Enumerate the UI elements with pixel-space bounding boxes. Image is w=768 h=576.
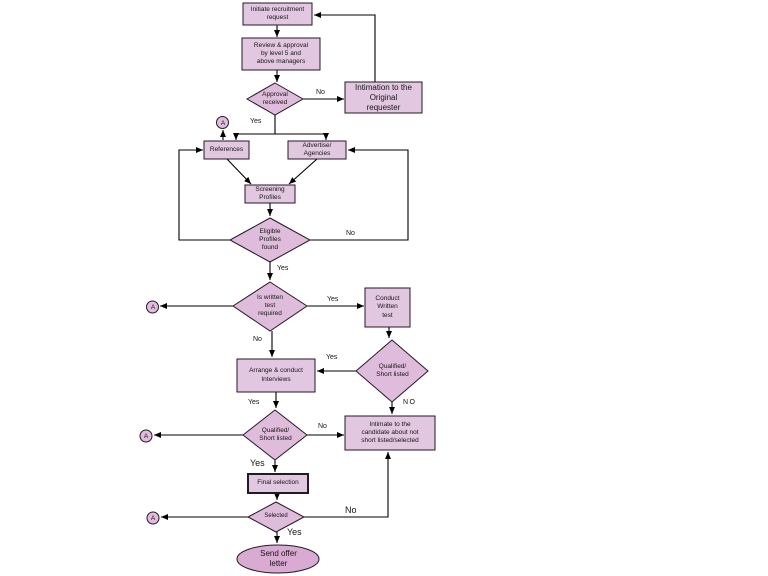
eligible-no-label: No [346,230,355,237]
qualified-after-test-decision [355,339,429,403]
edge-intimation-initiate [314,12,376,82]
selected-yes-label: Yes [287,527,302,537]
qualified-test-no-label: NO [403,399,417,406]
selected-no-label: No [345,505,357,515]
qualified-interview-no-label: No [318,423,327,430]
edge-eligible-loop-references [178,147,230,241]
edge-approval-yes-stem [236,115,326,135]
arrange-yes-label: Yes [248,399,260,406]
connector-a-top-label: A [220,119,226,127]
send-offer-terminator [236,544,320,574]
qualified-after-interview-decision [242,409,308,461]
arrange-interviews-node [236,358,316,393]
final-selection-node [247,473,309,494]
approval-yes-label: Yes [250,118,262,125]
connector-a-qualified-label: A [143,432,149,440]
intimation-node [344,81,423,114]
connector-a-written [146,300,159,314]
edge-references-screening [226,158,252,185]
edge-advertise-screening [288,158,318,185]
advertise-node [287,140,347,160]
initiate-node [242,2,313,26]
connector-a-selected [146,511,160,525]
qualified-test-yes-label: Yes [326,354,338,361]
edge-eligible-no-advertise [310,147,409,241]
connector-a-top [216,116,229,129]
written-yes-label: Yes [327,296,339,303]
written-test-decision [232,281,308,332]
references-node [203,140,250,160]
intimate-not-selected-node [344,415,436,451]
review-node [241,37,321,71]
eligible-yes-label: Yes [277,265,289,272]
approval-decision [245,82,305,116]
approval-no-label: No [316,89,325,96]
connector-a-written-label: A [150,303,156,311]
written-no-label: No [253,336,262,343]
connector-a-qualified [139,429,153,443]
selected-decision [246,501,306,533]
screening-node [244,184,296,204]
eligible-decision [228,217,312,263]
edge-selected-no-intimate [304,452,391,518]
connector-a-selected-label: A [150,514,156,522]
qualified-interview-yes-label: Yes [250,458,265,468]
conduct-test-node [364,287,411,328]
